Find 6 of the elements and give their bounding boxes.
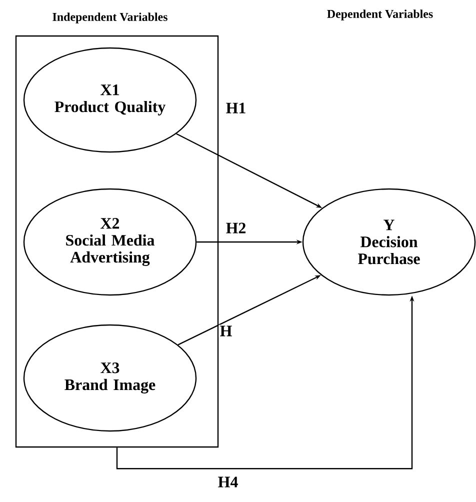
column-heading: Dependent Variables bbox=[327, 10, 433, 20]
edge-label: H1 bbox=[224, 102, 248, 114]
edge-label: H2 bbox=[224, 222, 248, 234]
group-heading: Independent Variables bbox=[52, 12, 168, 24]
edge-label: H bbox=[218, 324, 234, 338]
edge-label: H4 bbox=[216, 476, 240, 488]
